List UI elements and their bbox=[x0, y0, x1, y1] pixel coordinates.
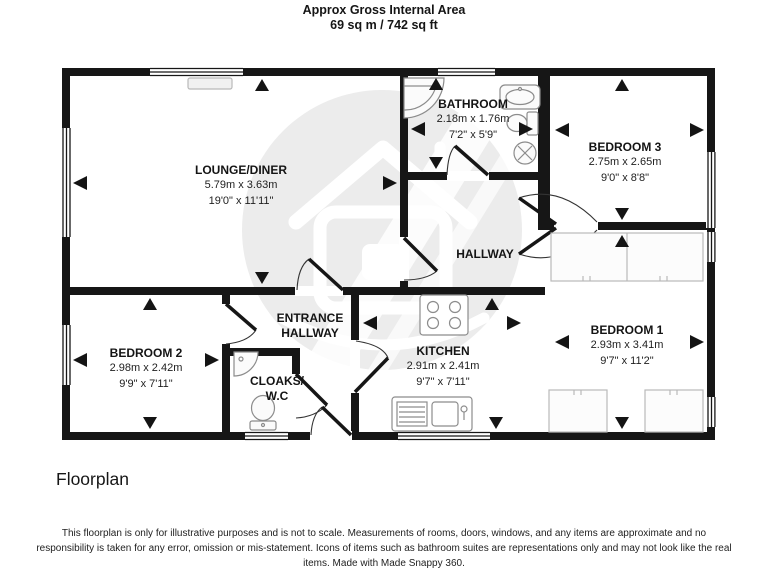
corner-basin-icon bbox=[233, 351, 259, 377]
room-label-kitchen: KITCHEN 2.91m x 2.41m 9'7" x 7'11" bbox=[407, 344, 480, 390]
measure-arrow-icon bbox=[690, 123, 704, 137]
door-icon bbox=[446, 144, 490, 177]
hob-icon bbox=[419, 294, 469, 336]
door-icon bbox=[224, 302, 258, 345]
page-title: Approx Gross Internal Area bbox=[302, 3, 466, 17]
measure-arrow-icon bbox=[519, 122, 533, 136]
measure-arrow-icon bbox=[615, 235, 629, 247]
wardrobe-icon bbox=[548, 389, 608, 433]
window-icon bbox=[150, 67, 243, 77]
room-imperial-dims: 19'0" x 11'11" bbox=[208, 194, 274, 207]
room-name: HALLWAY bbox=[456, 247, 514, 261]
measure-arrow-icon bbox=[73, 176, 87, 190]
measure-arrow-icon bbox=[205, 353, 219, 367]
disclaimer-text: This floorplan is only for illustrative … bbox=[36, 528, 732, 569]
room-name: ENTRANCE bbox=[276, 311, 344, 325]
room-imperial-dims: 9'9" x 7'11" bbox=[119, 377, 173, 390]
room-name: BATHROOM bbox=[438, 97, 508, 111]
measure-arrow-icon bbox=[73, 353, 87, 367]
room-name: LOUNGE/DINER bbox=[194, 163, 288, 177]
wardrobe-icon bbox=[550, 232, 704, 282]
window-icon bbox=[706, 152, 716, 228]
room-metric-dims: 5.79m x 3.63m bbox=[204, 179, 278, 191]
doors-group bbox=[224, 144, 598, 437]
door-icon bbox=[296, 257, 345, 292]
window-icon bbox=[706, 397, 716, 427]
room-name: HALLWAY bbox=[281, 326, 339, 340]
radiator-icon bbox=[187, 77, 233, 90]
measure-arrow-icon bbox=[489, 417, 503, 429]
room-imperial-dims: 7'2" x 5'9" bbox=[448, 128, 498, 141]
room-label-entrance-hallway: ENTRANCE HALLWAY bbox=[277, 311, 344, 341]
measure-arrow-icon bbox=[143, 298, 157, 310]
door-icon bbox=[310, 405, 353, 437]
measure-arrow-icon bbox=[255, 272, 269, 284]
room-label-cloaks-wc: CLOAKS/ W.C bbox=[250, 374, 304, 404]
room-imperial-dims: 9'0" x 8'8" bbox=[600, 171, 650, 184]
measure-arrow-icon bbox=[507, 316, 521, 330]
room-metric-dims: 2.93m x 3.41m bbox=[590, 339, 664, 351]
wardrobe-icon bbox=[644, 389, 704, 433]
door-icon bbox=[402, 236, 439, 281]
measure-arrow-icon bbox=[615, 417, 629, 429]
room-label-bedroom-2: BEDROOM 2 2.98m x 2.42m 9'9" x 7'11" bbox=[110, 346, 183, 392]
measure-arrow-icon bbox=[555, 123, 569, 137]
measure-arrow-icon bbox=[555, 335, 569, 349]
room-metric-dims: 2.91m x 2.41m bbox=[406, 360, 480, 372]
room-imperial-dims: 9'7" x 7'11" bbox=[416, 375, 470, 388]
room-metric-dims: 2.18m x 1.76m bbox=[436, 113, 510, 125]
room-imperial-dims: 9'7" x 11'2" bbox=[600, 354, 654, 367]
measure-arrow-icon bbox=[383, 176, 397, 190]
room-metric-dims: 2.75m x 2.65m bbox=[588, 156, 662, 168]
door-gaps-group bbox=[221, 171, 598, 441]
windows-group bbox=[61, 67, 716, 441]
measure-arrow-icon bbox=[363, 316, 377, 330]
room-name: W.C bbox=[265, 389, 289, 403]
measure-arrow-icon bbox=[429, 157, 443, 169]
shower-icon bbox=[513, 141, 537, 165]
door-icon bbox=[353, 340, 390, 394]
room-name: BEDROOM 3 bbox=[588, 140, 662, 154]
header: Approx Gross Internal Area 69 sq m / 742… bbox=[0, 3, 768, 33]
room-name: BEDROOM 2 bbox=[109, 346, 183, 360]
floorplan-caption: Floorplan bbox=[56, 469, 129, 489]
window-icon bbox=[706, 232, 716, 262]
wardrobes-group bbox=[187, 77, 704, 433]
measure-arrow-icon bbox=[411, 122, 425, 136]
kitchen-sink-icon bbox=[391, 396, 473, 432]
room-label-bathroom: BATHROOM 2.18m x 1.76m 7'2" x 5'9" bbox=[437, 97, 510, 143]
measurement-arrows-group bbox=[73, 78, 704, 429]
basin-icon bbox=[499, 84, 541, 110]
door-icon bbox=[517, 193, 598, 226]
room-label-bedroom-1: BEDROOM 1 2.93m x 3.41m 9'7" x 11'2" bbox=[591, 323, 664, 369]
window-icon bbox=[61, 325, 71, 385]
window-icon bbox=[398, 431, 490, 441]
room-label-hallway: HALLWAY bbox=[456, 247, 514, 262]
measure-arrow-icon bbox=[615, 79, 629, 91]
window-icon bbox=[438, 67, 495, 77]
measure-arrow-icon bbox=[615, 208, 629, 220]
measure-arrow-icon bbox=[143, 417, 157, 429]
fixtures-group bbox=[233, 77, 541, 432]
gross-internal-area: 69 sq m / 742 sq ft bbox=[330, 18, 438, 32]
room-name: KITCHEN bbox=[416, 344, 470, 358]
room-name: BEDROOM 1 bbox=[590, 323, 664, 337]
window-icon bbox=[245, 431, 288, 441]
room-label-lounge-diner: LOUNGE/DINER 5.79m x 3.63m 19'0" x 11'11… bbox=[195, 163, 287, 209]
room-metric-dims: 2.98m x 2.42m bbox=[109, 362, 183, 374]
measure-arrow-icon bbox=[429, 78, 443, 90]
measure-arrow-icon bbox=[690, 335, 704, 349]
door-icon bbox=[294, 372, 329, 419]
room-name: CLOAKS/ bbox=[250, 374, 304, 388]
window-icon bbox=[61, 128, 71, 237]
toilet-icon bbox=[249, 394, 277, 431]
measure-arrow-icon bbox=[255, 79, 269, 91]
room-label-bedroom-3: BEDROOM 3 2.75m x 2.65m 9'0" x 8'8" bbox=[589, 140, 662, 186]
measure-arrow-icon bbox=[485, 298, 499, 310]
